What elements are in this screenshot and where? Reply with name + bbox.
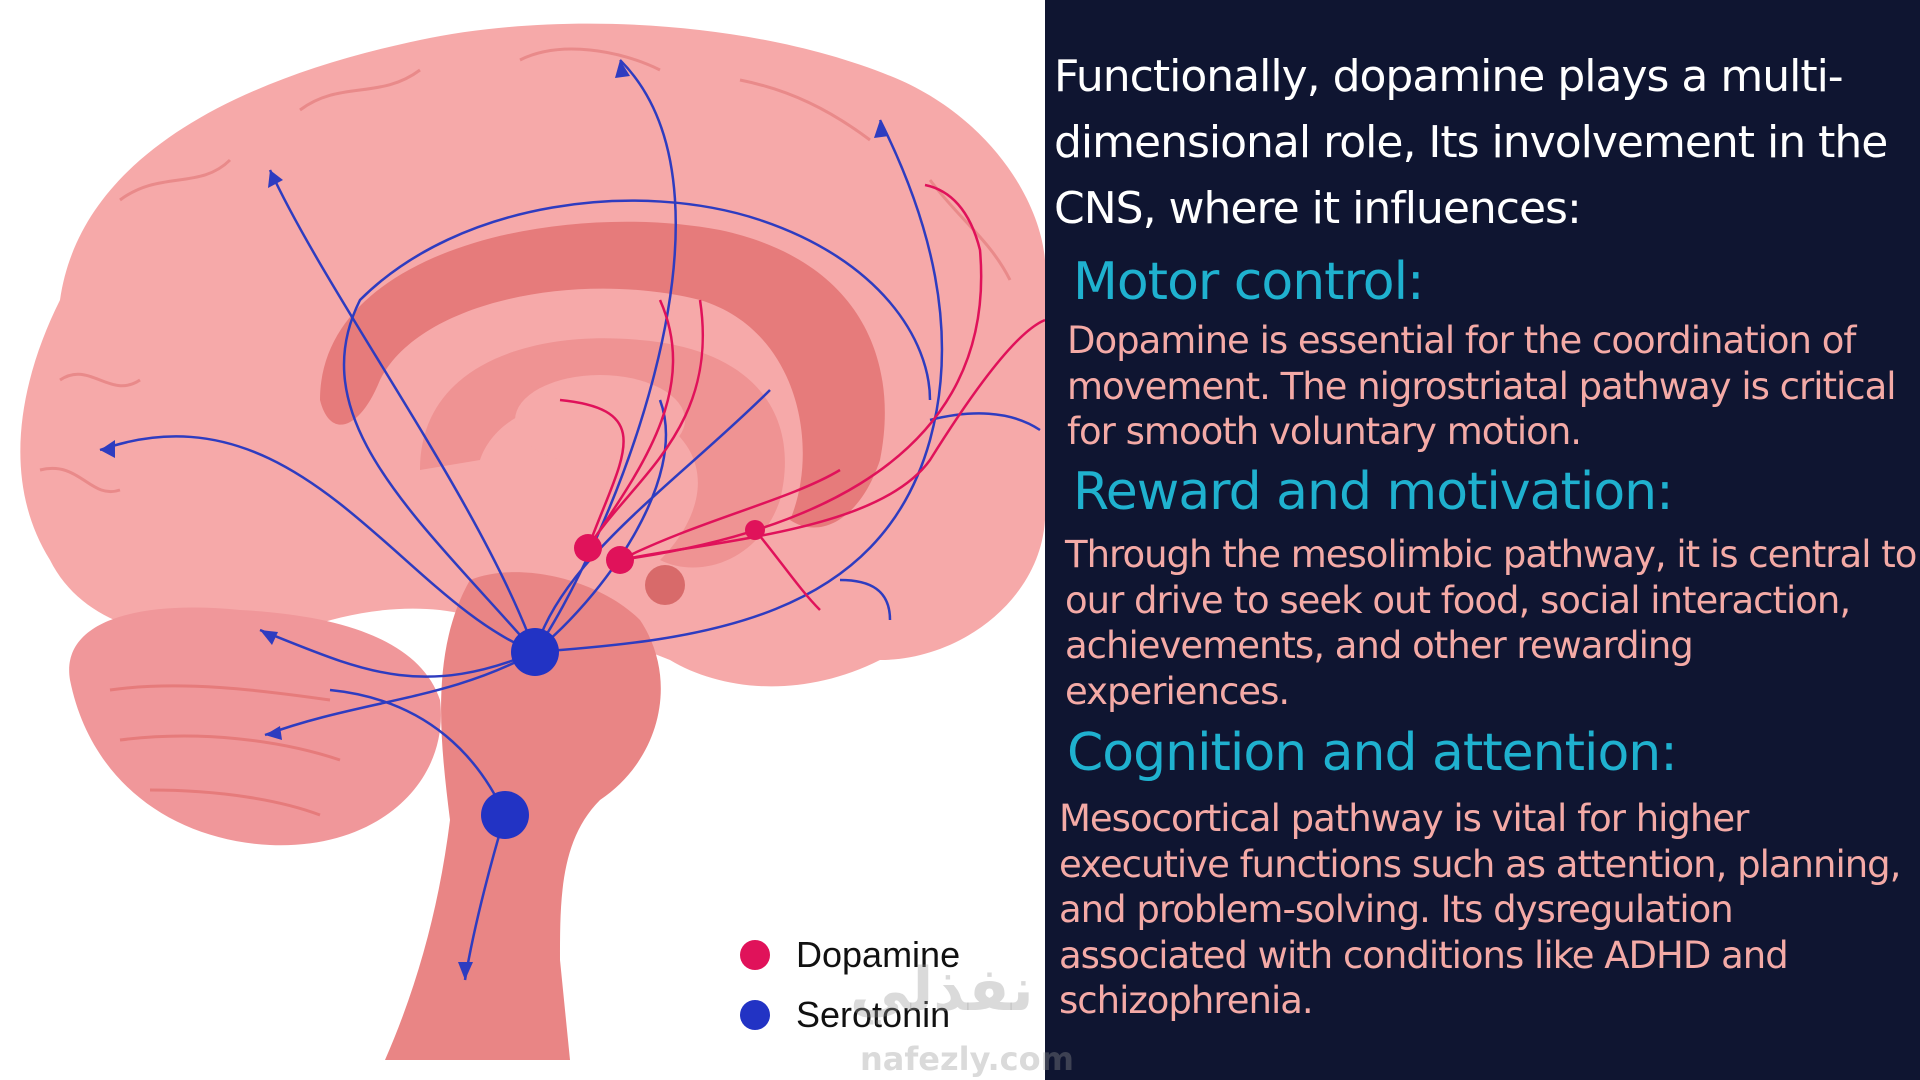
- cerebellum: [69, 607, 441, 846]
- heading-motor-control: Motor control:: [1073, 252, 1425, 312]
- text-reward: Through the mesolimbic pathway, it is ce…: [1065, 533, 1917, 713]
- dopamine-node: [574, 534, 602, 562]
- pathway-arrowheads: [100, 60, 889, 980]
- brain-diagram: [20, 23, 1045, 1060]
- legend-serotonin: Serotonin: [740, 994, 950, 1036]
- text-cognition: Mesocortical pathway is vital for higher…: [1059, 797, 1901, 1022]
- heading-reward: Reward and motivation:: [1073, 462, 1674, 522]
- serotonin-node: [511, 628, 559, 676]
- watermark-latin: nafezly.com: [860, 1040, 1074, 1078]
- text-panel: Functionally, dopamine plays a multi-dim…: [1045, 0, 1920, 1080]
- legend-dopamine: Dopamine: [740, 934, 960, 976]
- intro-text: Functionally, dopamine plays a multi-dim…: [1054, 51, 1888, 234]
- serotonin-dot-icon: [740, 1000, 770, 1030]
- serotonin-node: [481, 791, 529, 839]
- text-motor-control: Dopamine is essential for the coordinati…: [1067, 319, 1897, 453]
- dopamine-pathways: [559, 183, 1045, 611]
- dopamine-node: [745, 520, 765, 540]
- serotonin-pathways: [99, 59, 1041, 981]
- dopamine-dot-icon: [740, 940, 770, 970]
- watermark-arabic: نفذلي: [850, 955, 1034, 1025]
- legend-label: Serotonin: [796, 994, 951, 1035]
- corpus-callosum: [320, 221, 885, 528]
- dopamine-node: [606, 546, 634, 574]
- brain-illustration-panel: Dopamine Serotonin: [20, 23, 1045, 1060]
- legend-label: Dopamine: [796, 934, 961, 975]
- heading-cognition: Cognition and attention:: [1067, 723, 1678, 783]
